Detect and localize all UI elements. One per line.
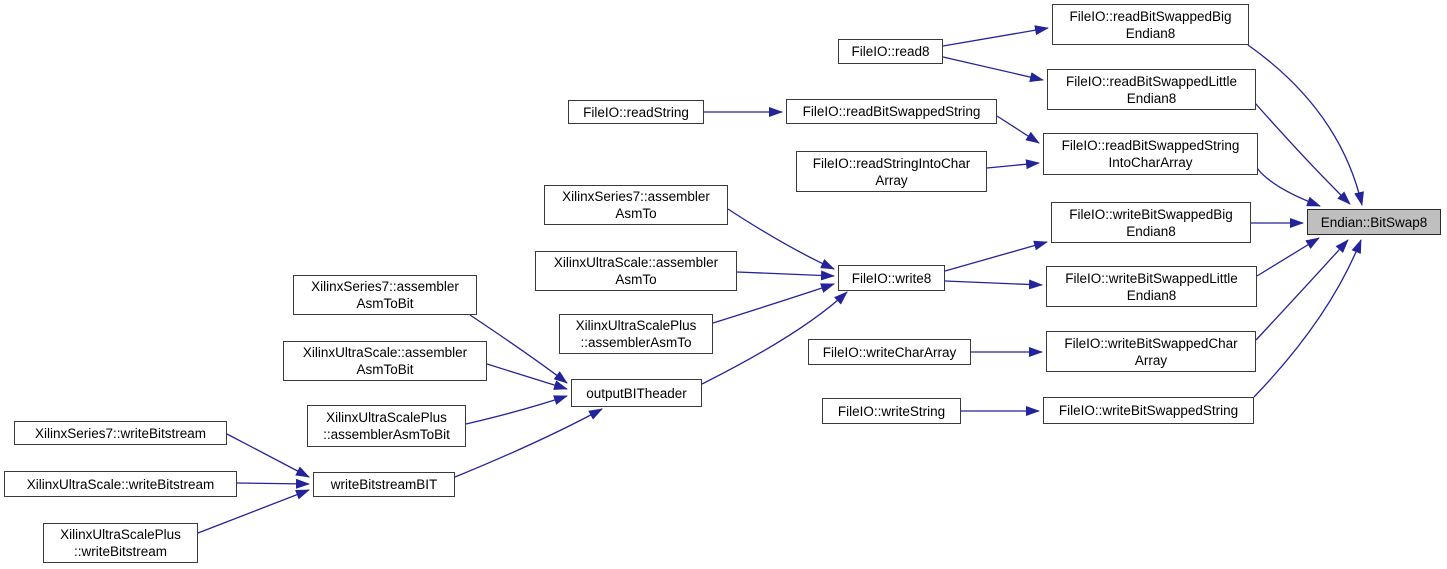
edge-fileio-read-string-into-char-array--fileio-read-bit-swapped-string-into-char-array [986, 159, 1040, 170]
node-label: ::writeBitstream [73, 544, 168, 559]
edge-fileio-read-bit-swapped-string-into-char-array--endian-bitswap8 [1256, 167, 1321, 207]
node-fileio-read-bit-swapped-string[interactable]: FileIO::readBitSwappedString [786, 99, 997, 124]
node-label: outputBITheader [586, 385, 687, 401]
node-label: FileIO::writeBitSwappedString [1058, 403, 1239, 418]
node-label: FileIO::writeBitSwappedLittle [1065, 270, 1238, 286]
node-output-bit-header[interactable]: outputBITheader [571, 379, 702, 407]
node-label: Endian8 [1126, 90, 1177, 106]
edge-fileio-read-bit-swapped-big-endian8--endian-bitswap8 [1247, 44, 1364, 206]
node-label: XilinxUltraScale::writeBitstream [26, 476, 215, 492]
edge-fileio-write8--fileio-write-bit-swapped-little-endian8 [944, 279, 1043, 290]
edge-fileio-read-bit-swapped-little-endian8--endian-bitswap8 [1254, 102, 1351, 205]
edge-xilinx-ultrascale-plus-assembler-asm-to-bit--output-bit-header [465, 395, 568, 425]
node-label: FileIO::write8 [851, 270, 932, 286]
edge-fileio-write-bit-swapped-char-array--endian-bitswap8 [1255, 239, 1349, 341]
node-label: XilinxSeries7::writeBitstream [34, 425, 207, 441]
node-label: FileIO::readBitSwappedLittle [1065, 73, 1238, 89]
node-label: XilinxSeries7::assembler [562, 189, 710, 204]
edge-xilinx-series7-write-bitstream--write-bitstream-bit [226, 433, 310, 478]
node-xilinx-ultrascale-plus-assembler-asm-to[interactable]: XilinxUltraScalePlus::assemblerAsmTo [559, 314, 713, 354]
node-fileio-read-string[interactable]: FileIO::readString [568, 100, 704, 124]
edge-fileio-write8--fileio-write-bit-swapped-big-endian8 [944, 240, 1048, 272]
node-label: FileIO::read8 [851, 44, 930, 59]
node-label: Endian::BitSwap8 [1320, 214, 1428, 230]
edge-xilinx-series7-assembler-asm-to--fileio-write8 [727, 208, 835, 270]
node-xilinx-ultrascale-plus-write-bitstream[interactable]: XilinxUltraScalePlus::writeBitstream [43, 523, 198, 563]
node-label: FileIO::writeString [837, 403, 946, 419]
node-label: XilinxUltraScalePlus [575, 318, 697, 333]
node-label: FileIO::readBitSwappedString [1061, 138, 1240, 153]
edge-output-bit-header--fileio-write8 [701, 291, 848, 385]
node-label: XilinxUltraScalePlus [60, 527, 181, 542]
node-label: Endian8 [1126, 223, 1176, 239]
node-label: FileIO::readBitSwappedString [802, 104, 981, 119]
edge-xilinx-ultrascale-write-bitstream--write-bitstream-bit [236, 478, 310, 489]
edge-xilinx-ultrascale-assembler-asm-to-bit--output-bit-header [486, 363, 568, 390]
node-label: FileIO::writeBitSwappedChar [1064, 335, 1238, 351]
node-write-bitstream-bit[interactable]: writeBitstreamBIT [313, 472, 455, 497]
node-fileio-write-string[interactable]: FileIO::writeString [822, 398, 961, 424]
node-label: XilinxUltraScale::assembler [553, 255, 719, 270]
node-label: FileIO::readStringIntoChar [812, 155, 971, 171]
node-label: AsmTo [615, 272, 657, 287]
node-label: ::assemblerAsmTo [580, 335, 692, 350]
node-label: XilinxUltraScalePlus [326, 410, 447, 425]
node-label: XilinxSeries7::assembler [311, 279, 459, 294]
edge-fileio-read-bit-swapped-string--fileio-read-bit-swapped-string-into-char-array [996, 115, 1040, 144]
edge-fileio-write-bit-swapped-little-endian8--endian-bitswap8 [1256, 237, 1320, 277]
node-label: AsmToBit [356, 296, 414, 311]
edge-write-bitstream-bit--output-bit-header [454, 408, 603, 478]
node-label: FileIO::readString [583, 104, 689, 120]
node-label: FileIO::writeCharArray [822, 344, 957, 360]
node-fileio-write8[interactable]: FileIO::write8 [838, 265, 945, 291]
node-fileio-write-bit-swapped-string[interactable]: FileIO::writeBitSwappedString [1043, 397, 1254, 424]
node-endian-bitswap8: Endian::BitSwap8 [1307, 209, 1441, 235]
node-label: Array [1134, 352, 1168, 368]
edge-fileio-write-bit-swapped-string--endian-bitswap8 [1253, 239, 1362, 398]
edge-xilinx-ultrascale-assembler-asm-to--fileio-write8 [736, 270, 835, 281]
node-xilinx-series7-write-bitstream[interactable]: XilinxSeries7::writeBitstream [14, 421, 227, 445]
edge-fileio-read8--fileio-read-bit-swapped-little-endian8 [942, 56, 1044, 82]
node-label: Endian8 [1125, 25, 1176, 41]
node-label: FileIO::readBitSwappedBig [1069, 8, 1232, 24]
node-xilinx-ultrascale-write-bitstream[interactable]: XilinxUltraScale::writeBitstream [4, 471, 237, 497]
node-label: FileIO::writeBitSwappedBig [1069, 206, 1233, 222]
node-fileio-read8[interactable]: FileIO::read8 [838, 39, 943, 64]
node-label: writeBitstreamBIT [330, 477, 438, 492]
node-label: Array [875, 172, 908, 188]
edge-fileio-read8--fileio-read-bit-swapped-big-endian8 [942, 25, 1049, 47]
node-label: AsmToBit [356, 362, 414, 377]
node-fileio-write-char-array[interactable]: FileIO::writeCharArray [808, 339, 971, 365]
node-label: AsmTo [615, 206, 657, 221]
node-label: Endian8 [1126, 287, 1177, 303]
node-label: IntoCharArray [1108, 155, 1193, 170]
node-label: XilinxUltraScale::assembler [302, 345, 468, 360]
node-label: ::assemblerAsmToBit [323, 427, 450, 442]
node-xilinx-ultrascale-plus-assembler-asm-to-bit[interactable]: XilinxUltraScalePlus::assemblerAsmToBit [307, 405, 466, 447]
